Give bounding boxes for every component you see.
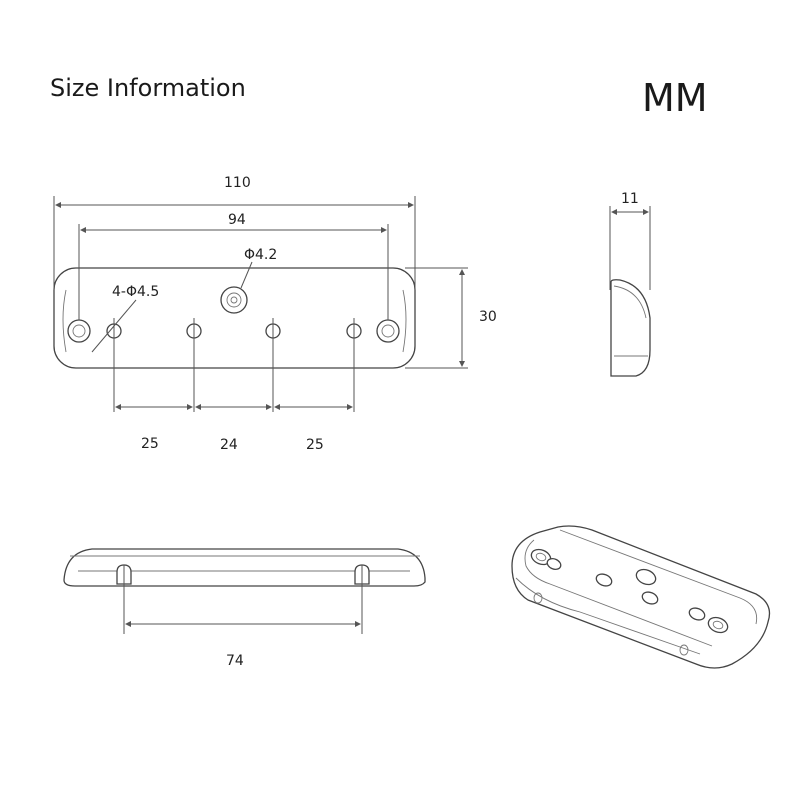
iso-mount-hole-4: [688, 607, 706, 621]
front-view-body: [53, 267, 416, 369]
dim-height: 30: [479, 309, 497, 325]
end-hole-right: [376, 319, 400, 343]
center-hole: [220, 286, 248, 314]
end-hole-left: [67, 319, 91, 343]
iso-center-hole: [635, 568, 657, 586]
dim-hole-span: 94: [228, 212, 246, 228]
isometric-view: [511, 525, 771, 669]
dim-center-hole: Φ4.2: [244, 247, 277, 263]
iso-mount-hole-1: [546, 558, 562, 570]
dim-spacing-right: 25: [306, 437, 324, 453]
side-view: 11: [609, 191, 651, 377]
dim-spacing-left: 25: [141, 436, 159, 452]
side-view-body: [610, 279, 651, 377]
top-view-body: [63, 548, 426, 587]
dim-mount-holes: 4-Φ4.5: [112, 284, 159, 300]
isometric-body: [511, 525, 771, 669]
front-view: 110 94 Φ4.2 4-Φ4.5 30 25 24 25: [53, 175, 497, 453]
iso-end-hole-right: [707, 616, 729, 634]
dim-bottom-span: 74: [226, 653, 244, 669]
iso-mount-hole-2: [595, 573, 613, 587]
dim-spacing-middle: 24: [220, 437, 238, 453]
dim-thickness: 11: [621, 191, 639, 207]
dim-overall-length: 110: [224, 175, 251, 191]
iso-mount-hole-3: [641, 591, 659, 605]
page-title: Size Information: [50, 74, 246, 102]
unit-label: MM: [642, 76, 708, 120]
top-view: 74: [63, 548, 426, 669]
